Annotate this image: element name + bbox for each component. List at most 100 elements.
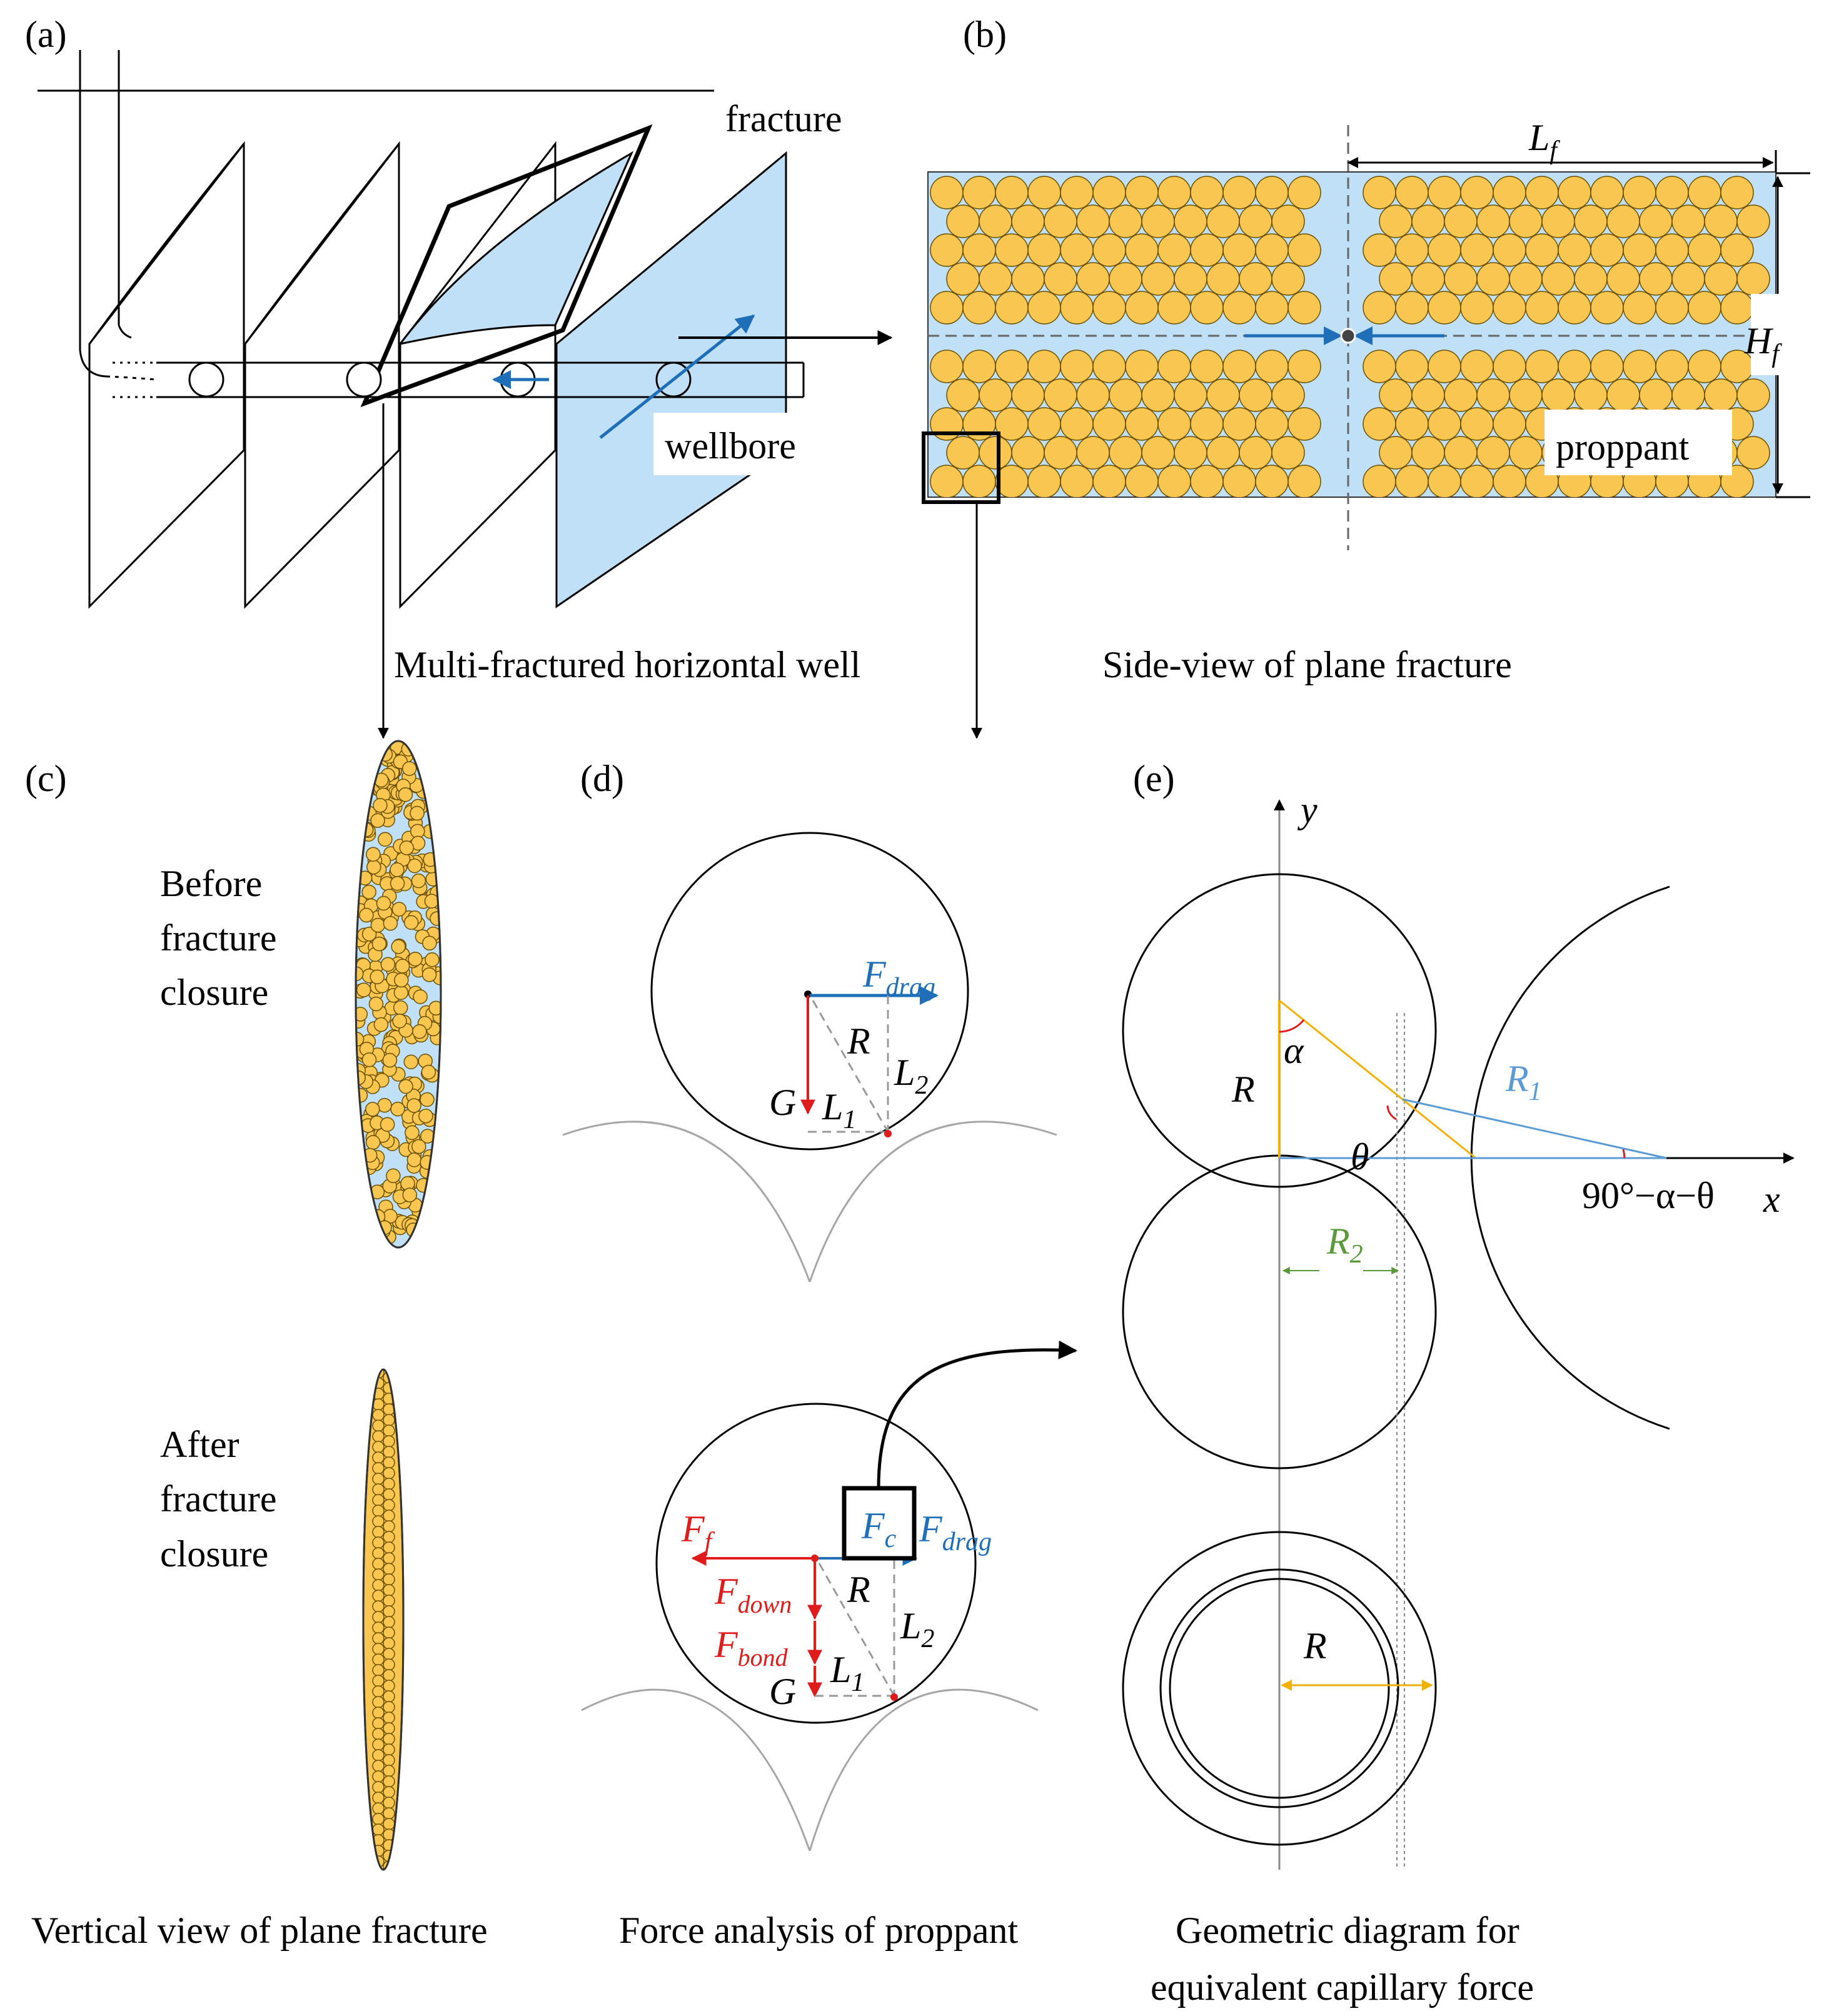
proppant-grain <box>383 1531 395 1543</box>
proppant-grain <box>1222 465 1256 497</box>
proppant-grain <box>946 262 980 296</box>
proppant-grain <box>1444 378 1478 412</box>
proppant-grain <box>1060 176 1094 209</box>
proppant-grain <box>1411 262 1445 296</box>
proppant-grain <box>1157 465 1191 497</box>
panel-a-caption: Multi-fractured horizontal well <box>394 644 860 685</box>
proppant-grain <box>1287 465 1321 497</box>
proppant-grain <box>1623 291 1656 325</box>
proppant-grain <box>1157 176 1191 209</box>
proppant-grain <box>1255 233 1289 267</box>
proppant-grain <box>372 1419 385 1432</box>
proppant-grain <box>1736 204 1770 238</box>
before-line-3: closure <box>160 972 268 1013</box>
capillary-outer-circle <box>1122 1531 1437 1846</box>
proppant-grain <box>1460 291 1494 325</box>
proppant-grain <box>995 291 1029 325</box>
proppant-grain <box>1379 436 1413 470</box>
proppant-grain <box>1092 350 1126 383</box>
selected-fracture-outline <box>360 124 653 408</box>
proppant-grain <box>382 1052 398 1068</box>
proppant-grain <box>1011 204 1045 238</box>
fdrag-label-bottom: Fdrag <box>919 1508 992 1556</box>
panel-b: (b) Lf Hf proppant Side-view of plane f <box>922 14 1820 739</box>
proppant-grain <box>372 1675 385 1687</box>
proppant-grain <box>1606 204 1640 238</box>
proppant-grain <box>1558 176 1591 209</box>
proppant-grain-bottom <box>655 1403 977 1724</box>
proppant-grain <box>1476 378 1510 412</box>
proppant-grain <box>413 989 428 1004</box>
proppant-grain <box>1125 350 1159 383</box>
after-line-2: fracture <box>160 1478 277 1520</box>
proppant-grain <box>380 1117 395 1132</box>
proppant-grain <box>1541 204 1575 238</box>
proppant-grain <box>372 1430 385 1443</box>
proppant-grain <box>383 1626 395 1639</box>
proppant-grain <box>418 1108 433 1124</box>
proppant-grain <box>995 176 1029 209</box>
proppant-grain <box>372 1600 385 1613</box>
proppant-grain <box>1363 291 1396 325</box>
proppant-grain <box>1460 350 1494 383</box>
proppant-grain <box>383 1595 395 1607</box>
before-line-2: fracture <box>160 917 277 959</box>
proppant-grain <box>383 1616 395 1628</box>
neighbor-grain-right-bottom <box>809 1688 1039 1852</box>
proppant-grain <box>1027 465 1061 497</box>
proppant-grain <box>1428 176 1461 209</box>
fracture-sliver <box>398 151 634 346</box>
proppant-grain <box>1287 176 1321 209</box>
panel-c-letter: (c) <box>25 758 67 799</box>
proppant-grain <box>383 1669 395 1681</box>
proppant-grain <box>383 1584 395 1596</box>
proppant-grain <box>1222 350 1256 383</box>
proppant-grain <box>407 858 422 874</box>
proppant-grain <box>430 911 441 926</box>
proppant-grain <box>946 436 980 470</box>
zoom-box <box>922 431 1000 504</box>
proppant-grain <box>962 465 996 497</box>
proppant-grain <box>1092 176 1126 209</box>
neighbor-grain-left-top <box>562 1121 811 1283</box>
proppant-grain <box>394 972 409 988</box>
proppant-scatter-before <box>356 741 441 1244</box>
proppant-grain <box>1541 378 1575 412</box>
fc-label: Fc <box>861 1505 897 1553</box>
proppant-grain <box>979 262 1012 296</box>
proppant-grain <box>1444 436 1478 470</box>
proppant-grain <box>406 1098 421 1113</box>
proppant-grain <box>1395 233 1429 267</box>
proppant-grain <box>390 862 405 877</box>
proppant-grain <box>372 1823 385 1836</box>
proppant-grain <box>372 1685 385 1698</box>
proppant-grain <box>1060 291 1094 325</box>
proppant-grain <box>1460 465 1494 497</box>
proppant-grain <box>398 787 413 802</box>
proppant-packing <box>930 176 1770 497</box>
proppant-grain <box>1271 204 1305 238</box>
proppant-grain <box>1363 176 1396 209</box>
proppant-grain <box>1287 233 1321 267</box>
proppant-grain <box>1125 465 1159 497</box>
proppant-grain <box>1688 350 1721 383</box>
proppant-grain <box>372 1717 385 1730</box>
proppant-grain <box>372 1813 385 1825</box>
proppant-label-bg <box>1544 410 1732 475</box>
proppant-grain <box>372 1579 385 1591</box>
proppant-grain <box>930 407 964 441</box>
x-axis-label: x <box>1763 1179 1780 1220</box>
proppant-grain <box>398 1079 413 1094</box>
proppant-grain <box>1428 350 1461 383</box>
proppant-grain <box>1206 262 1240 296</box>
proppant-grain <box>383 1541 395 1554</box>
proppant-grain <box>1027 291 1061 325</box>
before-line-1: Before <box>160 863 262 904</box>
proppant-grain <box>1606 262 1640 296</box>
proppant-grain <box>370 813 385 829</box>
proppant-grain <box>962 291 996 325</box>
proppant-grain <box>383 1765 395 1777</box>
panel-c-caption: Vertical view of plane fracture <box>31 1910 488 1951</box>
proppant-grain <box>1141 436 1175 470</box>
